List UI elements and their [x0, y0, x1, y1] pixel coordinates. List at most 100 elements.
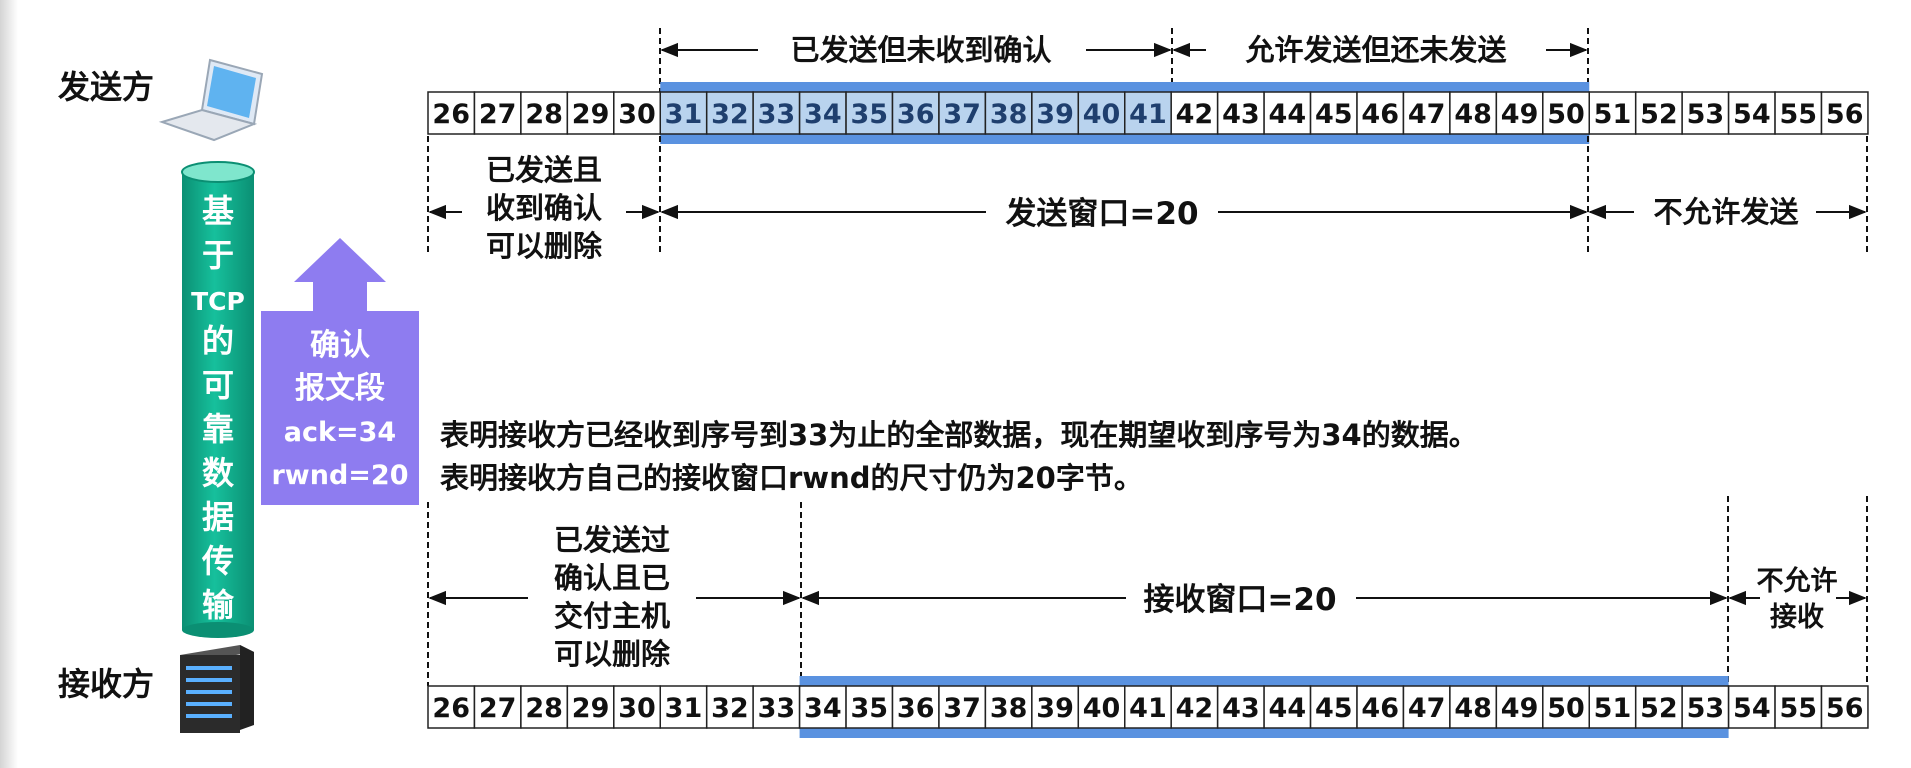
receiver-seq-50: 50	[1547, 693, 1585, 724]
left-edge-shade	[0, 0, 18, 768]
label-acked-2: 收到确认	[486, 191, 602, 225]
ack-line-2: 报文段	[295, 371, 385, 406]
receiver-cell-26	[427, 685, 476, 729]
channel-char-6: 数	[202, 454, 235, 492]
receiver-seq-47: 47	[1408, 693, 1446, 724]
sender-seq-27: 27	[479, 99, 517, 130]
sender-cell-37	[938, 91, 987, 135]
sender-cell-56	[1820, 91, 1869, 135]
receiver-cell-50	[1542, 685, 1591, 729]
receiver-seq-34: 34	[804, 693, 842, 724]
sender-cell-28	[520, 91, 569, 135]
sender-cell-45	[1309, 91, 1358, 135]
sender-cell-39	[1031, 91, 1080, 135]
sender-seq-33: 33	[758, 99, 796, 130]
receiver-cell-36	[891, 685, 940, 729]
receiver-seq-37: 37	[943, 693, 981, 724]
receiver-seq-41: 41	[1129, 693, 1167, 724]
sender-top-annotations: 已发送但未收到确认 允许发送但还未发送	[659, 28, 1589, 92]
sender-cell-51	[1588, 91, 1637, 135]
receiver-seq-46: 46	[1361, 693, 1399, 724]
sender-cell-49	[1495, 91, 1544, 135]
sender-seq-48: 48	[1454, 99, 1492, 130]
sender-cell-32	[705, 91, 754, 135]
receiver-cell-38	[984, 685, 1033, 729]
sender-seq-41: 41	[1129, 99, 1167, 130]
receiver-cell-55	[1774, 685, 1823, 729]
label-not-allowed-send: 不允许发送	[1653, 195, 1798, 229]
sender-cell-38	[984, 91, 1033, 135]
receiver-seq-38: 38	[990, 693, 1028, 724]
sender-cell-48	[1449, 91, 1498, 135]
receiver-cell-43	[1216, 685, 1265, 729]
receiver-cell-53	[1681, 685, 1730, 729]
sender-seq-51: 51	[1594, 99, 1632, 130]
channel-char-7: 据	[202, 498, 234, 536]
receiver-seq-40: 40	[1083, 693, 1121, 724]
sender-seq-39: 39	[1036, 99, 1074, 130]
label-delivered-4: 可以删除	[554, 637, 671, 671]
channel-char-3: 的	[202, 322, 234, 360]
receiver-seq-26: 26	[432, 693, 470, 724]
sender-cell-47	[1402, 91, 1451, 135]
explanation-line-2: 表明接收方自己的接收窗口rwnd的尺寸仍为20字节。	[440, 461, 1143, 495]
receiver-seq-44: 44	[1269, 693, 1307, 724]
sender-seq-52: 52	[1640, 99, 1678, 130]
receiver-cell-44	[1263, 685, 1312, 729]
receiver-annotations: 已发送过 确认且已 交付主机 可以删除 接收窗口=20 不允许 接收	[427, 496, 1868, 686]
receiver-label: 接收方	[58, 665, 154, 703]
receiver-seq-52: 52	[1640, 693, 1678, 724]
sender-seq-28: 28	[525, 99, 563, 130]
sender-seq-32: 32	[711, 99, 749, 130]
sender-seq-38: 38	[990, 99, 1028, 130]
receiver-cell-42	[1170, 685, 1219, 729]
sender-seq-30: 30	[618, 99, 656, 130]
receiver-seq-32: 32	[711, 693, 749, 724]
sender-seq-46: 46	[1361, 99, 1399, 130]
channel-char-0: 基	[202, 192, 234, 230]
sender-label: 发送方	[58, 68, 154, 106]
sender-cell-34	[798, 91, 847, 135]
receiver-cell-52	[1634, 685, 1683, 729]
receiver-seq-30: 30	[618, 693, 656, 724]
server-icon	[180, 645, 254, 733]
receiver-cell-56	[1820, 685, 1869, 729]
sender-seq-50: 50	[1547, 99, 1585, 130]
label-send-window: 发送窗口=20	[1004, 196, 1198, 232]
ack-segment-arrow: 确认 报文段 ack=34 rwnd=20	[261, 238, 419, 505]
sender-seq-53: 53	[1687, 99, 1725, 130]
sender-cell-55	[1774, 91, 1823, 135]
sender-seq-36: 36	[897, 99, 935, 130]
label-sent-unacked: 已发送但未收到确认	[790, 33, 1051, 67]
receiver-seq-42: 42	[1176, 693, 1214, 724]
ack-line-4: rwnd=20	[271, 460, 408, 491]
sender-seq-37: 37	[943, 99, 981, 130]
channel-char-4: 可	[202, 366, 234, 404]
channel-char-1: 于	[202, 236, 234, 274]
sender-seq-55: 55	[1779, 99, 1817, 130]
channel-char-8: 传	[201, 542, 234, 580]
receiver-seq-28: 28	[525, 693, 563, 724]
receiver-seq-39: 39	[1036, 693, 1074, 724]
receiver-cell-46	[1356, 685, 1405, 729]
sender-seq-31: 31	[665, 99, 703, 130]
sender-cell-43	[1216, 91, 1265, 135]
receiver-seq-53: 53	[1687, 693, 1725, 724]
receiver-cell-39	[1031, 685, 1080, 729]
receiver-seq-48: 48	[1454, 693, 1492, 724]
sender-seq-54: 54	[1733, 99, 1771, 130]
receiver-seq-29: 29	[572, 693, 610, 724]
sender-cell-35	[845, 91, 894, 135]
label-acked-3: 可以删除	[486, 229, 603, 263]
receiver-cell-51	[1588, 685, 1637, 729]
receiver-seq-43: 43	[1222, 693, 1260, 724]
sender-cell-41	[1124, 91, 1172, 135]
sender-cell-44	[1263, 91, 1312, 135]
receiver-seq-54: 54	[1733, 693, 1771, 724]
sender-cell-26	[427, 91, 476, 135]
receiver-cell-54	[1727, 685, 1776, 729]
sender-cell-30	[613, 91, 661, 135]
sender-seq-26: 26	[432, 99, 470, 130]
